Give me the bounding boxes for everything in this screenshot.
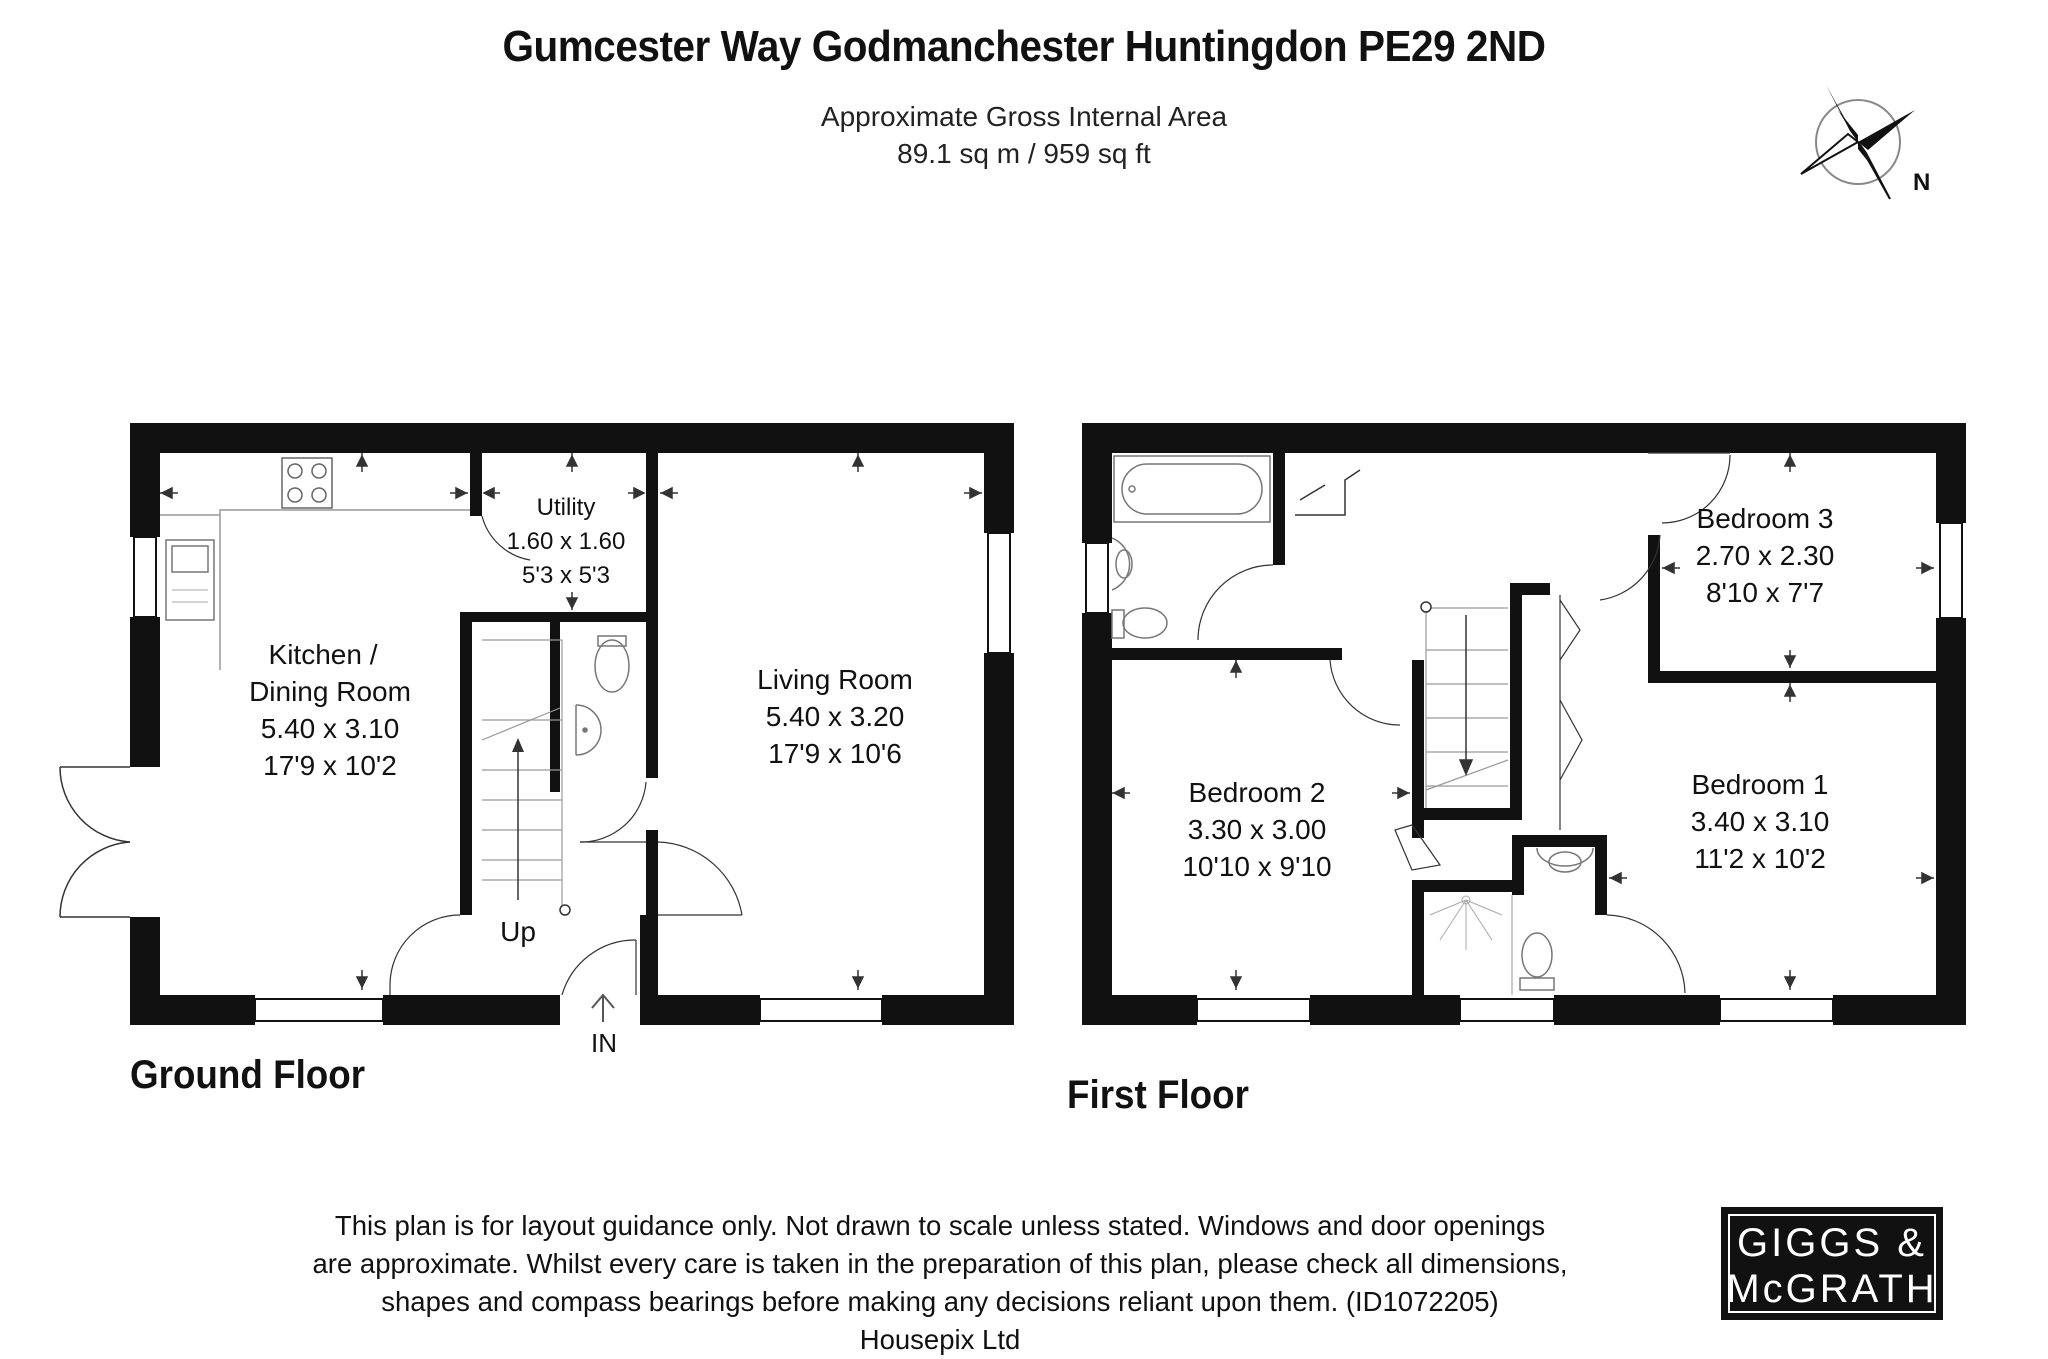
kitchen-metric: 5.40 x 3.10 bbox=[261, 713, 400, 744]
gf-wall-right-upper bbox=[984, 423, 1014, 533]
area-value: 89.1 sq m / 959 sq ft bbox=[897, 138, 1151, 169]
compass-north-label: N bbox=[1913, 169, 1930, 196]
ff-stair-arrow-icon bbox=[1420, 601, 1474, 776]
shower-room-toilet-icon bbox=[1519, 932, 1555, 991]
ff-wall-left-upper bbox=[1082, 423, 1112, 543]
bathroom-toilet-icon bbox=[1111, 607, 1168, 639]
gf-window-living bbox=[759, 998, 883, 1022]
living-imperial: 17'9 x 10'6 bbox=[768, 738, 902, 769]
bedroom3-imperial: 8'10 x 7'7 bbox=[1706, 577, 1824, 608]
kitchen-sink-icon bbox=[165, 539, 215, 621]
gf-wall-left-middle bbox=[130, 617, 160, 767]
wc-basin-icon bbox=[575, 704, 602, 756]
ff-wall-left-lower bbox=[1082, 613, 1112, 1025]
bedroom2-imperial: 10'10 x 9'10 bbox=[1182, 851, 1331, 882]
wc-toilet-icon bbox=[594, 635, 630, 693]
bedroom2-name: Bedroom 2 bbox=[1189, 777, 1326, 808]
area-summary: Approximate Gross Internal Area 89.1 sq … bbox=[0, 98, 2048, 172]
gf-dimension-arrows bbox=[160, 453, 982, 990]
shower-icon bbox=[1429, 895, 1503, 950]
gf-wall-left-upper bbox=[130, 423, 160, 537]
utility-imperial: 5'3 x 5'3 bbox=[522, 562, 610, 589]
bedroom3-metric: 2.70 x 2.30 bbox=[1696, 540, 1835, 571]
utility-name: Utility bbox=[537, 494, 596, 521]
gf-wall-right-lower bbox=[984, 653, 1014, 1025]
ff-wall-top bbox=[1082, 423, 1966, 453]
ff-bath-wall-right bbox=[1273, 453, 1285, 565]
first-floor-label: First Floor bbox=[1067, 1073, 1249, 1117]
hob-icon bbox=[281, 457, 333, 509]
bedroom2-metric: 3.30 x 3.00 bbox=[1188, 814, 1327, 845]
ff-wall-right-upper bbox=[1936, 423, 1966, 523]
first-floor-plan: Bedroom 2 3.30 x 3.00 10'10 x 9'10 Bedro… bbox=[1082, 423, 1966, 1025]
bathroom-basin-icon bbox=[1111, 537, 1133, 591]
gf-window-kitchen bbox=[254, 998, 384, 1022]
gf-wall-bottom-3 bbox=[640, 995, 760, 1025]
disclaimer-line1: This plan is for layout guidance only. N… bbox=[334, 1210, 1546, 1241]
bedroom1-name: Bedroom 1 bbox=[1692, 769, 1829, 800]
ff-bath-wall-bottom bbox=[1112, 648, 1332, 660]
ff-window-shower bbox=[1459, 998, 1555, 1022]
bedroom3-name: Bedroom 3 bbox=[1697, 503, 1834, 534]
compass-icon bbox=[1800, 85, 1915, 200]
kitchen-name-line2: Dining Room bbox=[249, 676, 411, 707]
ff-wall-right-lower bbox=[1936, 618, 1966, 1025]
patio-doors-icon bbox=[59, 766, 131, 918]
gf-staircase bbox=[481, 639, 563, 910]
logo-line1: GIGGS & bbox=[1737, 1221, 1927, 1265]
disclaimer-line2: are approximate. Whilst every care is ta… bbox=[312, 1248, 1568, 1279]
living-name: Living Room bbox=[757, 664, 913, 695]
shower-room-basin-icon bbox=[1536, 847, 1594, 873]
ff-bed3-wall-left bbox=[1648, 535, 1660, 683]
logo-line2: McGRATH bbox=[1726, 1267, 1938, 1311]
ground-floor-plan: Kitchen / Dining Room 5.40 x 3.10 17'9 x… bbox=[59, 423, 1014, 1058]
gf-wall-bottom-4 bbox=[882, 995, 1014, 1025]
gf-stair-wall-left bbox=[460, 612, 472, 915]
bedroom1-imperial: 11'2 x 10'2 bbox=[1694, 843, 1826, 874]
disclaimer: This plan is for layout guidance only. N… bbox=[250, 1207, 1630, 1359]
ff-window-bedroom2 bbox=[1196, 998, 1311, 1022]
gf-window-living-side bbox=[987, 532, 1011, 654]
living-metric: 5.40 x 3.20 bbox=[766, 701, 905, 732]
disclaimer-line4: Housepix Ltd bbox=[859, 1324, 1021, 1355]
ff-window-bedroom3 bbox=[1939, 522, 1963, 619]
gf-wall-bottom-1 bbox=[130, 995, 255, 1025]
bath-icon bbox=[1113, 455, 1271, 523]
entrance-arrow-icon bbox=[591, 993, 615, 1022]
entrance-label: IN bbox=[591, 1028, 617, 1058]
ff-dimension-arrows bbox=[1112, 453, 1934, 990]
disclaimer-line3: shapes and compass bearings before makin… bbox=[381, 1286, 1499, 1317]
utility-metric: 1.60 x 1.60 bbox=[507, 528, 626, 555]
gf-stair-arrow-icon bbox=[512, 738, 571, 916]
ground-floor-label: Ground Floor bbox=[130, 1053, 366, 1097]
bedroom1-metric: 3.40 x 3.10 bbox=[1691, 806, 1830, 837]
plan-title: Gumcester Way Godmanchester Huntingdon P… bbox=[502, 22, 1546, 71]
ff-window-bathroom bbox=[1085, 542, 1109, 614]
agency-logo: GIGGS & McGRATH bbox=[1721, 1207, 1943, 1320]
gf-window-kitchen-side bbox=[133, 536, 157, 618]
wardrobe-doors bbox=[1559, 595, 1583, 830]
area-label: Approximate Gross Internal Area bbox=[820, 101, 1228, 132]
ff-staircase bbox=[1425, 607, 1509, 808]
gf-wall-top bbox=[130, 423, 1014, 453]
stairs-up-label: Up bbox=[500, 916, 536, 947]
gf-wall-bottom-2 bbox=[383, 995, 560, 1025]
ff-bed3-wall-bottom bbox=[1648, 671, 1936, 683]
kitchen-imperial: 17'9 x 10'2 bbox=[263, 750, 397, 781]
ff-window-bedroom1 bbox=[1719, 998, 1834, 1022]
kitchen-name-line1: Kitchen / bbox=[269, 639, 378, 670]
